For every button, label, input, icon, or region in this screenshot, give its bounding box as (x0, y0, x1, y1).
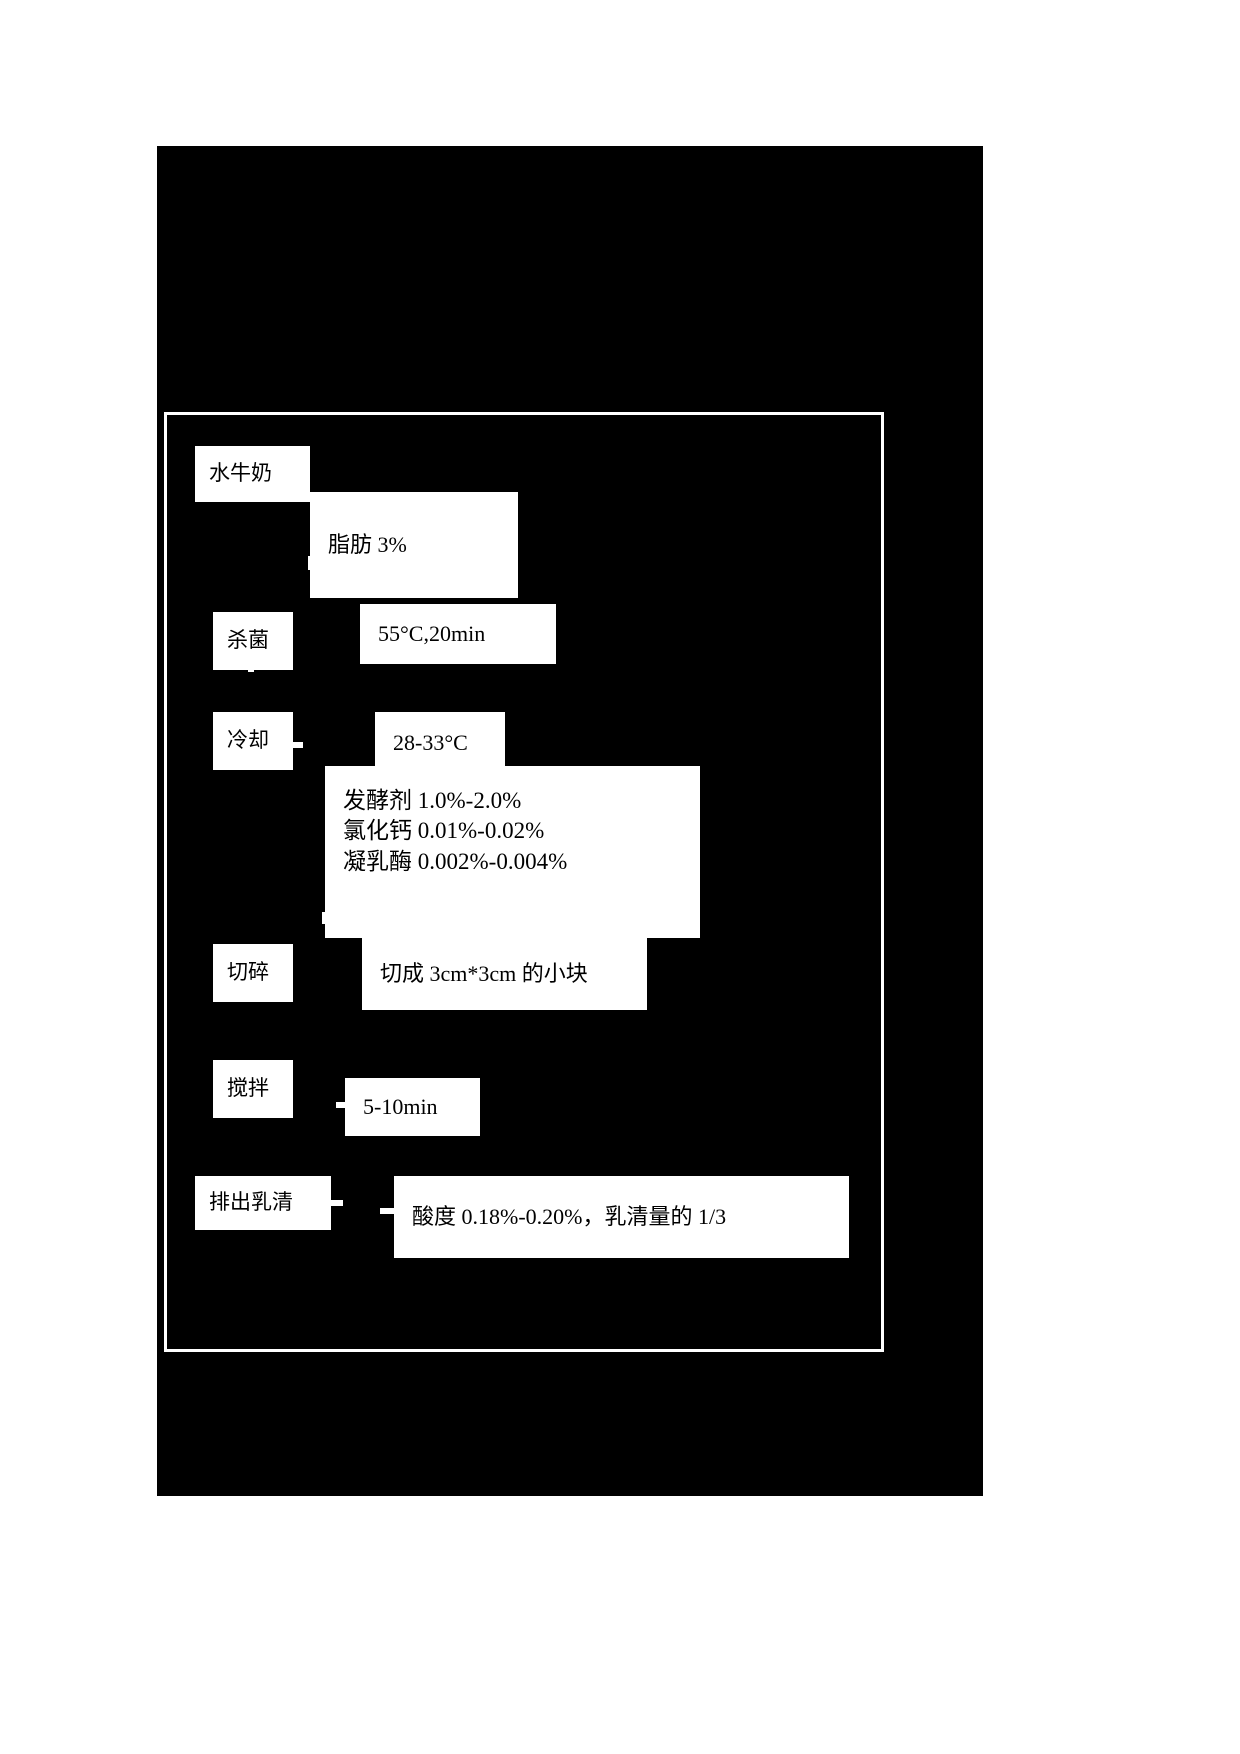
flow-step-label: 杀菌 (227, 628, 269, 653)
connector-stub-sterilize-bottom (248, 662, 254, 672)
note-stirring-time: 5-10min (345, 1078, 480, 1136)
flow-step-label: 切碎 (227, 960, 269, 985)
flow-step-cool[interactable]: 冷却 (213, 712, 293, 770)
connector-stub-acidity-left (380, 1208, 394, 1214)
flow-step-label: 排出乳清 (209, 1190, 293, 1215)
flow-step-label: 搅拌 (227, 1076, 269, 1101)
note-text: 55°C,20min (378, 621, 486, 647)
note-pasteurization-params: 55°C,20min (360, 604, 556, 664)
flow-step-sterilize[interactable]: 杀菌 (213, 612, 293, 670)
connector-stub-raw-to-sterilize (308, 556, 313, 570)
note-text: 酸度 0.18%-0.20%，乳清量的 1/3 (412, 1204, 727, 1230)
flow-step-label: 冷却 (227, 728, 269, 753)
connector-stub-additives-left (322, 912, 328, 924)
note-text: 发酵剂 1.0%-2.0% 氯化钙 0.01%-0.02% 凝乳酶 0.002%… (343, 788, 568, 874)
flow-step-cut[interactable]: 切碎 (213, 944, 293, 1002)
connector-stub-drain-right (331, 1200, 343, 1206)
note-text: 切成 3cm*3cm 的小块 (380, 961, 588, 987)
flow-step-label: 水牛奶 (209, 461, 272, 486)
note-text: 脂肪 3% (328, 532, 407, 558)
flow-step-stir[interactable]: 搅拌 (213, 1060, 293, 1118)
note-text: 5-10min (363, 1094, 438, 1120)
note-additives-dosage: 发酵剂 1.0%-2.0% 氯化钙 0.01%-0.02% 凝乳酶 0.002%… (325, 766, 700, 938)
content-frame (164, 412, 884, 1352)
note-whey-acidity: 酸度 0.18%-0.20%，乳清量的 1/3 (394, 1176, 849, 1258)
note-curd-cut-size: 切成 3cm*3cm 的小块 (362, 938, 647, 1010)
flow-step-raw-milk[interactable]: 水牛奶 (195, 446, 310, 502)
connector-stub-stir-right (336, 1102, 346, 1108)
note-text: 28-33°C (393, 730, 468, 756)
note-fat-content: 脂肪 3% (310, 492, 518, 598)
note-cooling-temperature: 28-33°C (375, 712, 505, 774)
flow-step-drain-whey[interactable]: 排出乳清 (195, 1176, 331, 1230)
connector-stub-cool-right (293, 742, 303, 748)
